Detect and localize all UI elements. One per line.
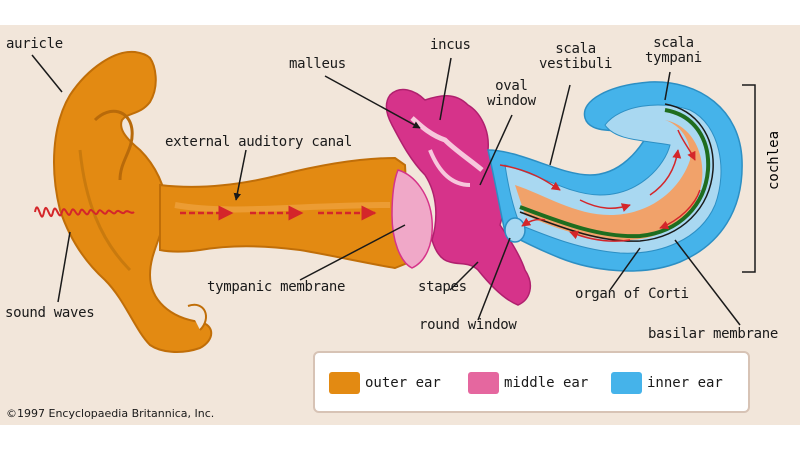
label-stapes: stapes [418,279,467,295]
label-scala-tympani: scala tympani [645,36,702,66]
label-scala-tympani-line2: tympani [645,50,702,66]
cochlea-bracket [742,84,756,273]
auricle-shape [53,50,213,353]
label-scala-tympani-line1: scala [653,35,694,51]
tympanic-membrane-shape [391,169,433,269]
legend-label-inner-ear: inner ear [647,375,723,391]
label-cochlea: cochlea [766,130,782,190]
diagram-panel: auricle external auditory canal sound wa… [0,25,800,425]
label-auricle: auricle [6,36,63,52]
label-organ-of-corti: organ of Corti [575,286,689,302]
ear-canal-shape [159,156,412,270]
copyright-notice: ©1997 Encyclopaedia Britannica, Inc. [6,407,215,420]
legend-swatch-middle-ear [468,372,499,394]
label-incus: incus [430,37,471,53]
label-scala-vestibuli: scala vestibuli [539,42,612,72]
label-basilar-membrane: basilar membrane [648,326,779,342]
middle-ear-shape [385,88,532,306]
legend-label-middle-ear: middle ear [504,375,589,391]
label-malleus: malleus [289,56,346,72]
label-oval-window-line1: oval [495,78,528,94]
label-tympanic-membrane: tympanic membrane [207,279,346,295]
legend: outer ear middle ear inner ear [313,351,750,413]
label-sound-waves: sound waves [5,305,95,321]
label-scala-vestibuli-line2: vestibuli [539,56,613,72]
legend-label-outer-ear: outer ear [365,375,441,391]
leader-lines [31,54,741,326]
legend-swatch-inner-ear [611,372,642,394]
ear-anatomy-illustration [31,50,756,353]
round-window-shape [504,217,526,243]
label-oval-window-line2: window [487,93,536,109]
label-external-auditory-canal: external auditory canal [165,134,352,150]
label-oval-window: oval window [487,79,536,109]
label-scala-vestibuli-line1: scala [555,41,596,57]
label-round-window: round window [419,317,517,333]
legend-swatch-outer-ear [329,372,360,394]
cochlea-shape [487,81,743,272]
sound-waves-shape [34,206,135,218]
